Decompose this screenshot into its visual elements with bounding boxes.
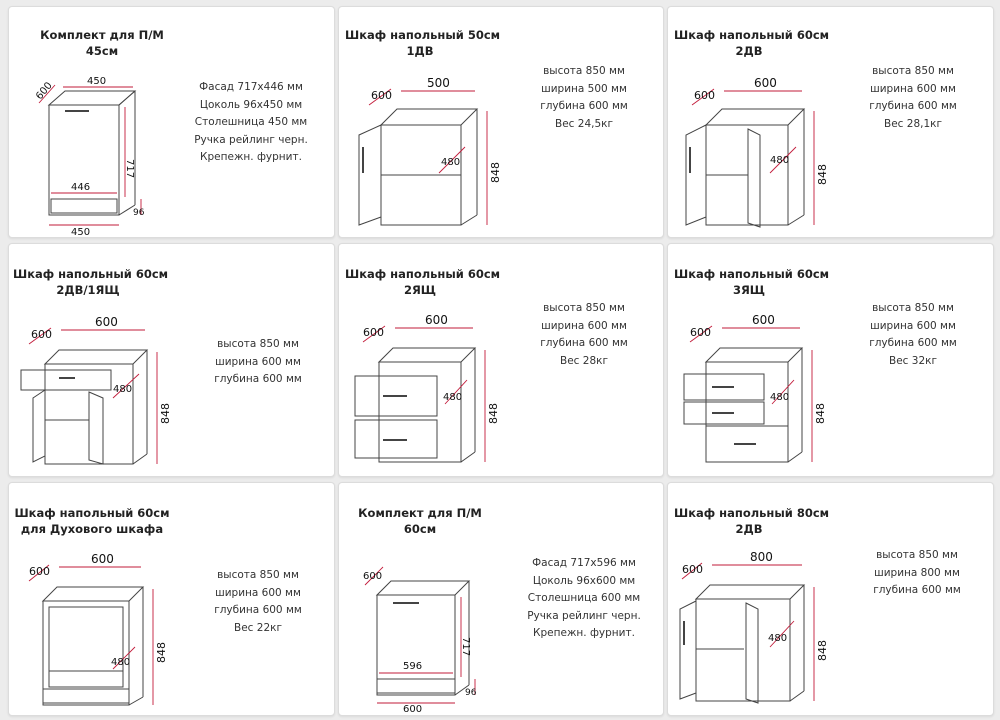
dim-height: 848: [816, 164, 829, 185]
dim-facade-height: 717: [460, 637, 471, 656]
dim-depth: 600: [682, 563, 703, 576]
dim-width: 600: [425, 313, 448, 327]
dim-width: 450: [87, 76, 106, 87]
dim-bottom-width: 600: [403, 704, 422, 715]
dim-width: 600: [91, 552, 114, 566]
cabinet-drawing: 600 600 480 848: [683, 313, 827, 463]
dim-width: 800: [750, 550, 773, 564]
dim-plinth: 96: [465, 688, 477, 698]
cabinet-drawing: 600 600 480 848: [28, 552, 168, 706]
dim-depth: 600: [29, 565, 50, 578]
dim-width: 600: [754, 76, 777, 90]
dim-depth: 600: [371, 89, 392, 102]
dim-inner-depth: 480: [768, 633, 787, 644]
dim-depth: 600: [690, 326, 711, 339]
cabinet-drawing: 600 500 480 848: [358, 76, 502, 226]
dim-inner-depth: 480: [441, 157, 460, 168]
dim-inner-depth: 480: [443, 392, 462, 403]
dim-depth: 600: [363, 326, 384, 339]
dim-height: 848: [816, 640, 829, 661]
dim-inner-depth: 480: [770, 392, 789, 403]
dim-inner-depth: 480: [113, 384, 132, 395]
cabinet-drawing: 600 596 717 96 600: [363, 566, 477, 715]
dim-height: 848: [487, 403, 500, 424]
cabinet-drawing: 600 800 480 848: [679, 550, 829, 704]
dim-depth: 600: [31, 328, 52, 341]
dim-width: 600: [752, 313, 775, 327]
cabinet-drawing: 600 600 480 848: [354, 313, 500, 463]
dim-facade-width: 596: [403, 661, 422, 672]
dim-facade-height: 717: [124, 159, 135, 178]
dim-inner-depth: 480: [111, 657, 130, 668]
dim-facade-width: 446: [71, 182, 90, 193]
dim-height: 848: [489, 162, 502, 183]
dim-depth: 600: [694, 89, 715, 102]
dim-plinth: 96: [133, 208, 145, 218]
dim-depth: 600: [34, 80, 55, 102]
cabinet-drawing: 600 600 480 848: [20, 315, 172, 465]
cabinet-drawing: 600 450 446 717 96 450: [34, 76, 145, 238]
dim-height: 848: [814, 403, 827, 424]
dim-width: 500: [427, 76, 450, 90]
dim-width: 600: [95, 315, 118, 329]
dim-height: 848: [155, 642, 168, 663]
cabinet-drawing: 600 600 480 848: [685, 76, 829, 228]
dim-depth: 600: [363, 571, 382, 582]
dim-inner-depth: 480: [770, 155, 789, 166]
dim-height: 848: [159, 403, 172, 424]
dim-bottom-width: 450: [71, 227, 90, 238]
